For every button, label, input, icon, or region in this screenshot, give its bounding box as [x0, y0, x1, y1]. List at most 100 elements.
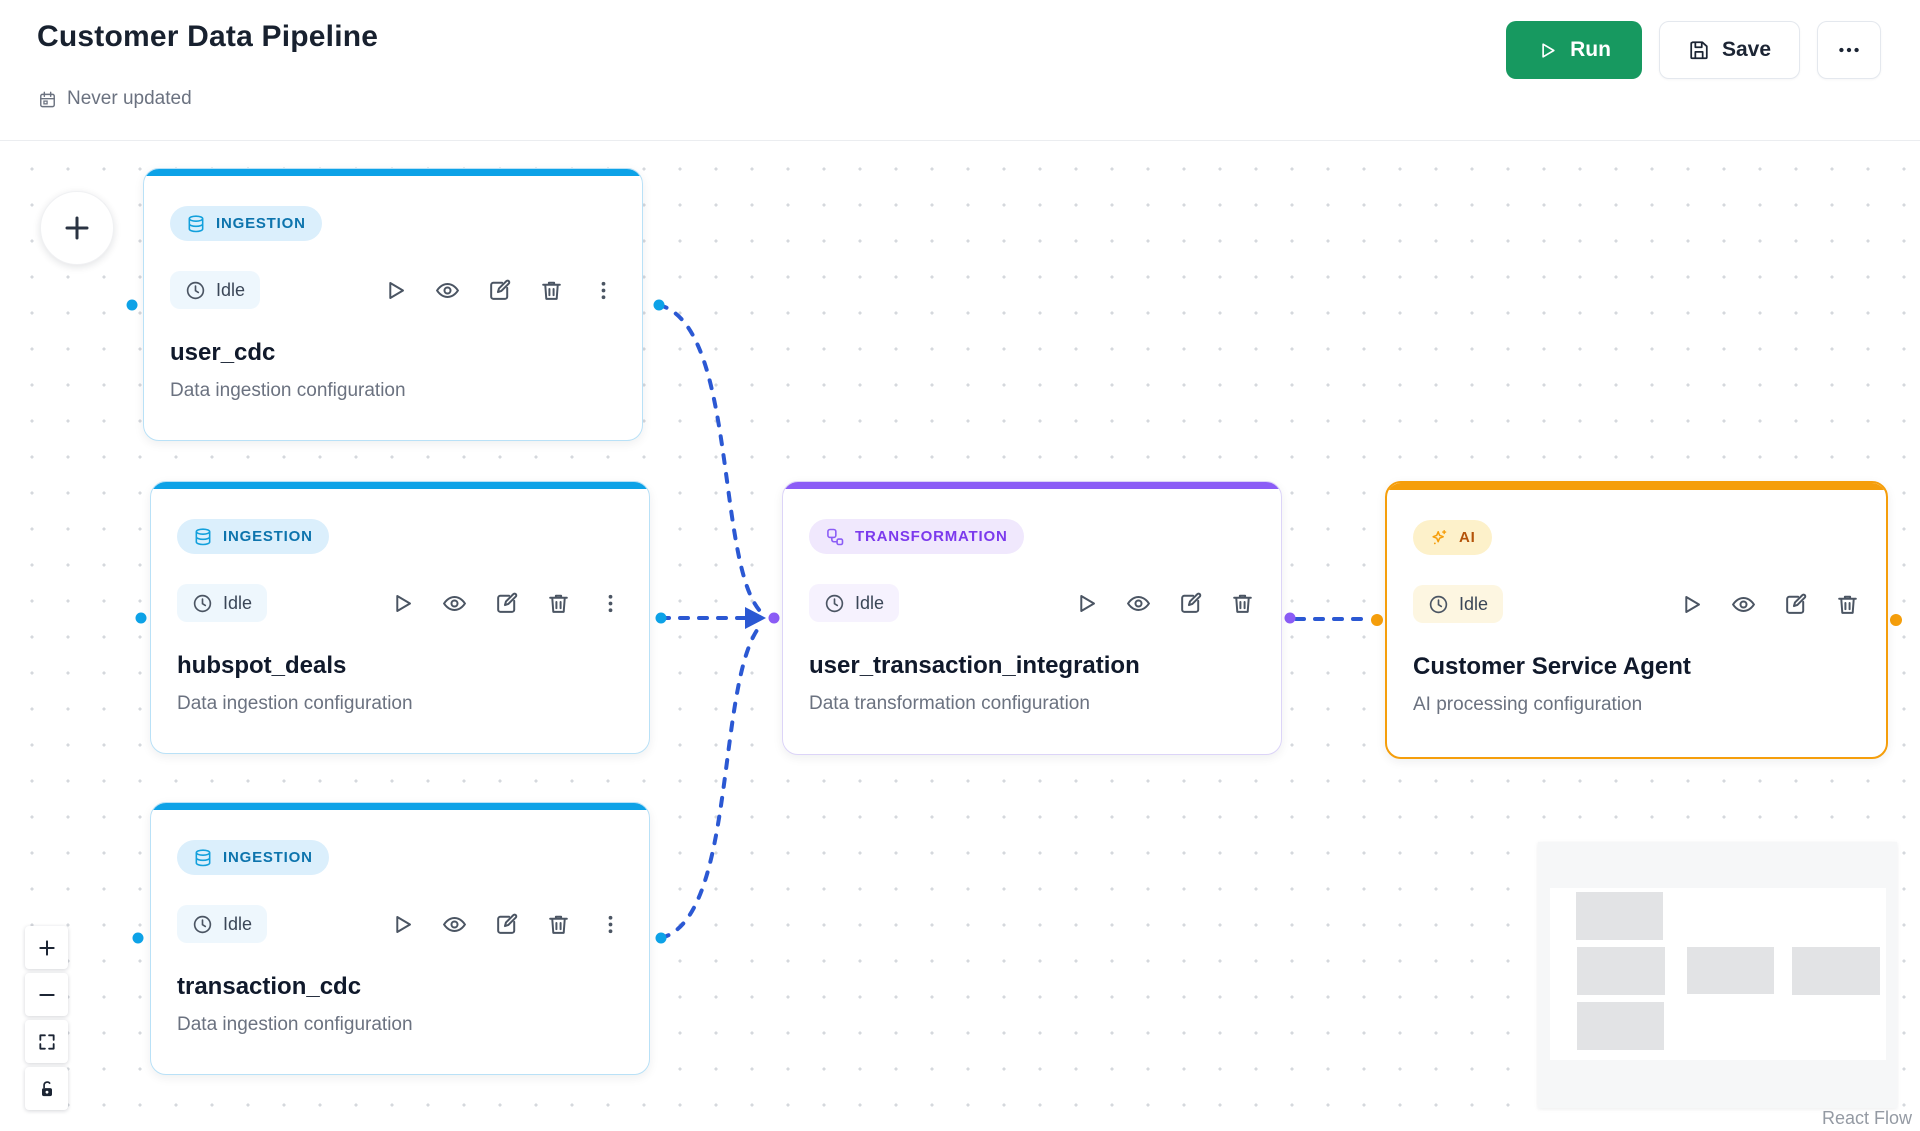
transform-icon [825, 527, 845, 547]
trash-icon [1230, 591, 1255, 616]
node-actions [390, 912, 623, 937]
zoom-out-button[interactable] [25, 973, 68, 1016]
edit-icon [494, 912, 519, 937]
canvas-controls [25, 926, 68, 1110]
handle-user-cdc-in[interactable] [126, 299, 138, 311]
node-customer-service-agent[interactable]: AI Idle Customer Service Agent AI proces… [1385, 481, 1888, 759]
database-icon [186, 214, 206, 234]
trash-icon [546, 912, 571, 937]
edge-transaction-cdc-to-transformation[interactable] [659, 624, 762, 940]
node-menu-button[interactable] [598, 912, 623, 937]
node-title: user_transaction_integration [809, 652, 1140, 679]
edit-node-button[interactable] [1178, 591, 1203, 616]
node-actions [383, 278, 616, 303]
status-label: Idle [223, 592, 253, 613]
flow-canvas[interactable]: INGESTION Idle user_cdc Data ingestion c… [0, 141, 1920, 1131]
node-type-label: TRANSFORMATION [855, 528, 1008, 545]
play-icon [390, 591, 415, 616]
handle-ai-out[interactable] [1890, 614, 1902, 626]
edit-node-button[interactable] [487, 278, 512, 303]
pipeline-header: Customer Data Pipeline Never updated Run… [0, 0, 1920, 141]
handle-transformation-out[interactable] [1284, 612, 1296, 624]
edit-node-button[interactable] [1783, 592, 1808, 617]
node-type-badge: INGESTION [177, 519, 329, 554]
handle-hubspot-deals-out[interactable] [655, 612, 667, 624]
add-node-button[interactable] [40, 191, 114, 265]
handle-transaction-cdc-in[interactable] [132, 932, 144, 944]
save-pipeline-button[interactable]: Save [1658, 21, 1800, 79]
save-button-label: Save [1721, 38, 1771, 61]
node-type-label: INGESTION [216, 215, 306, 232]
fit-view-button[interactable] [25, 1020, 68, 1063]
database-icon [193, 527, 213, 547]
node-type-badge: INGESTION [170, 206, 322, 241]
clock-icon [185, 280, 206, 301]
preview-node-button[interactable] [435, 278, 460, 303]
node-title: user_cdc [170, 339, 276, 366]
edge-layer [126, 299, 1902, 944]
delete-node-button[interactable] [546, 591, 571, 616]
node-actions [1679, 592, 1860, 617]
preview-node-button[interactable] [1731, 592, 1756, 617]
eye-icon [1731, 592, 1756, 617]
preview-node-button[interactable] [442, 912, 467, 937]
delete-node-button[interactable] [539, 278, 564, 303]
handle-hubspot-deals-in[interactable] [135, 612, 147, 624]
edge-user-cdc-to-transformation[interactable] [657, 303, 762, 613]
status-label: Idle [216, 279, 246, 300]
page-title: Customer Data Pipeline [37, 20, 379, 53]
node-transaction-cdc[interactable]: INGESTION Idle transaction_cdc Data inge… [150, 802, 650, 1075]
clock-icon [192, 593, 213, 614]
eye-icon [1126, 591, 1151, 616]
node-type-badge: INGESTION [177, 840, 329, 875]
kebab-menu-icon [598, 591, 623, 616]
run-node-button[interactable] [383, 278, 408, 303]
handle-transformation-in[interactable] [768, 612, 780, 624]
node-menu-button[interactable] [591, 278, 616, 303]
more-options-button[interactable] [1817, 21, 1881, 79]
node-title: transaction_cdc [177, 973, 362, 1000]
zoom-in-button[interactable] [25, 926, 68, 969]
node-description: Data ingestion configuration [170, 380, 406, 401]
edge-arrowhead [745, 607, 766, 629]
preview-node-button[interactable] [442, 591, 467, 616]
handle-ai-in[interactable] [1371, 614, 1383, 626]
delete-node-button[interactable] [1835, 592, 1860, 617]
ellipsis-icon [1836, 37, 1862, 63]
node-menu-button[interactable] [598, 591, 623, 616]
node-type-label: AI [1459, 529, 1476, 546]
delete-node-button[interactable] [546, 912, 571, 937]
minimap-node-transaction-cdc [1577, 1002, 1664, 1050]
status-badge: Idle [177, 905, 268, 943]
save-icon [1688, 39, 1710, 61]
react-flow-attribution: React Flow [1821, 1108, 1912, 1128]
edit-node-button[interactable] [494, 591, 519, 616]
run-node-button[interactable] [1679, 592, 1704, 617]
preview-node-button[interactable] [1126, 591, 1151, 616]
trash-icon [1835, 592, 1860, 617]
run-node-button[interactable] [1074, 591, 1099, 616]
run-node-button[interactable] [390, 591, 415, 616]
node-handles [126, 299, 1902, 944]
minus-icon [37, 985, 57, 1005]
minimap[interactable] [1538, 842, 1897, 1108]
node-hubspot-deals[interactable]: INGESTION Idle hubspot_deals Data ingest… [150, 481, 650, 754]
node-user-transaction-integration[interactable]: TRANSFORMATION Idle user_transaction_int… [782, 481, 1282, 755]
node-accent-bar [151, 482, 649, 489]
node-user-cdc[interactable]: INGESTION Idle user_cdc Data ingestion c… [143, 168, 643, 441]
edit-node-button[interactable] [494, 912, 519, 937]
handle-transaction-cdc-out[interactable] [655, 932, 667, 944]
node-accent-bar [151, 803, 649, 810]
lock-interactivity-button[interactable] [25, 1067, 68, 1110]
kebab-menu-icon [591, 278, 616, 303]
delete-node-button[interactable] [1230, 591, 1255, 616]
play-icon [1537, 40, 1558, 61]
database-icon [193, 848, 213, 868]
node-accent-bar [1387, 483, 1886, 490]
unlock-icon [37, 1079, 57, 1099]
run-pipeline-button[interactable]: Run [1506, 21, 1642, 79]
handle-user-cdc-out[interactable] [653, 299, 665, 311]
plus-icon [62, 213, 92, 243]
run-node-button[interactable] [390, 912, 415, 937]
edit-icon [487, 278, 512, 303]
